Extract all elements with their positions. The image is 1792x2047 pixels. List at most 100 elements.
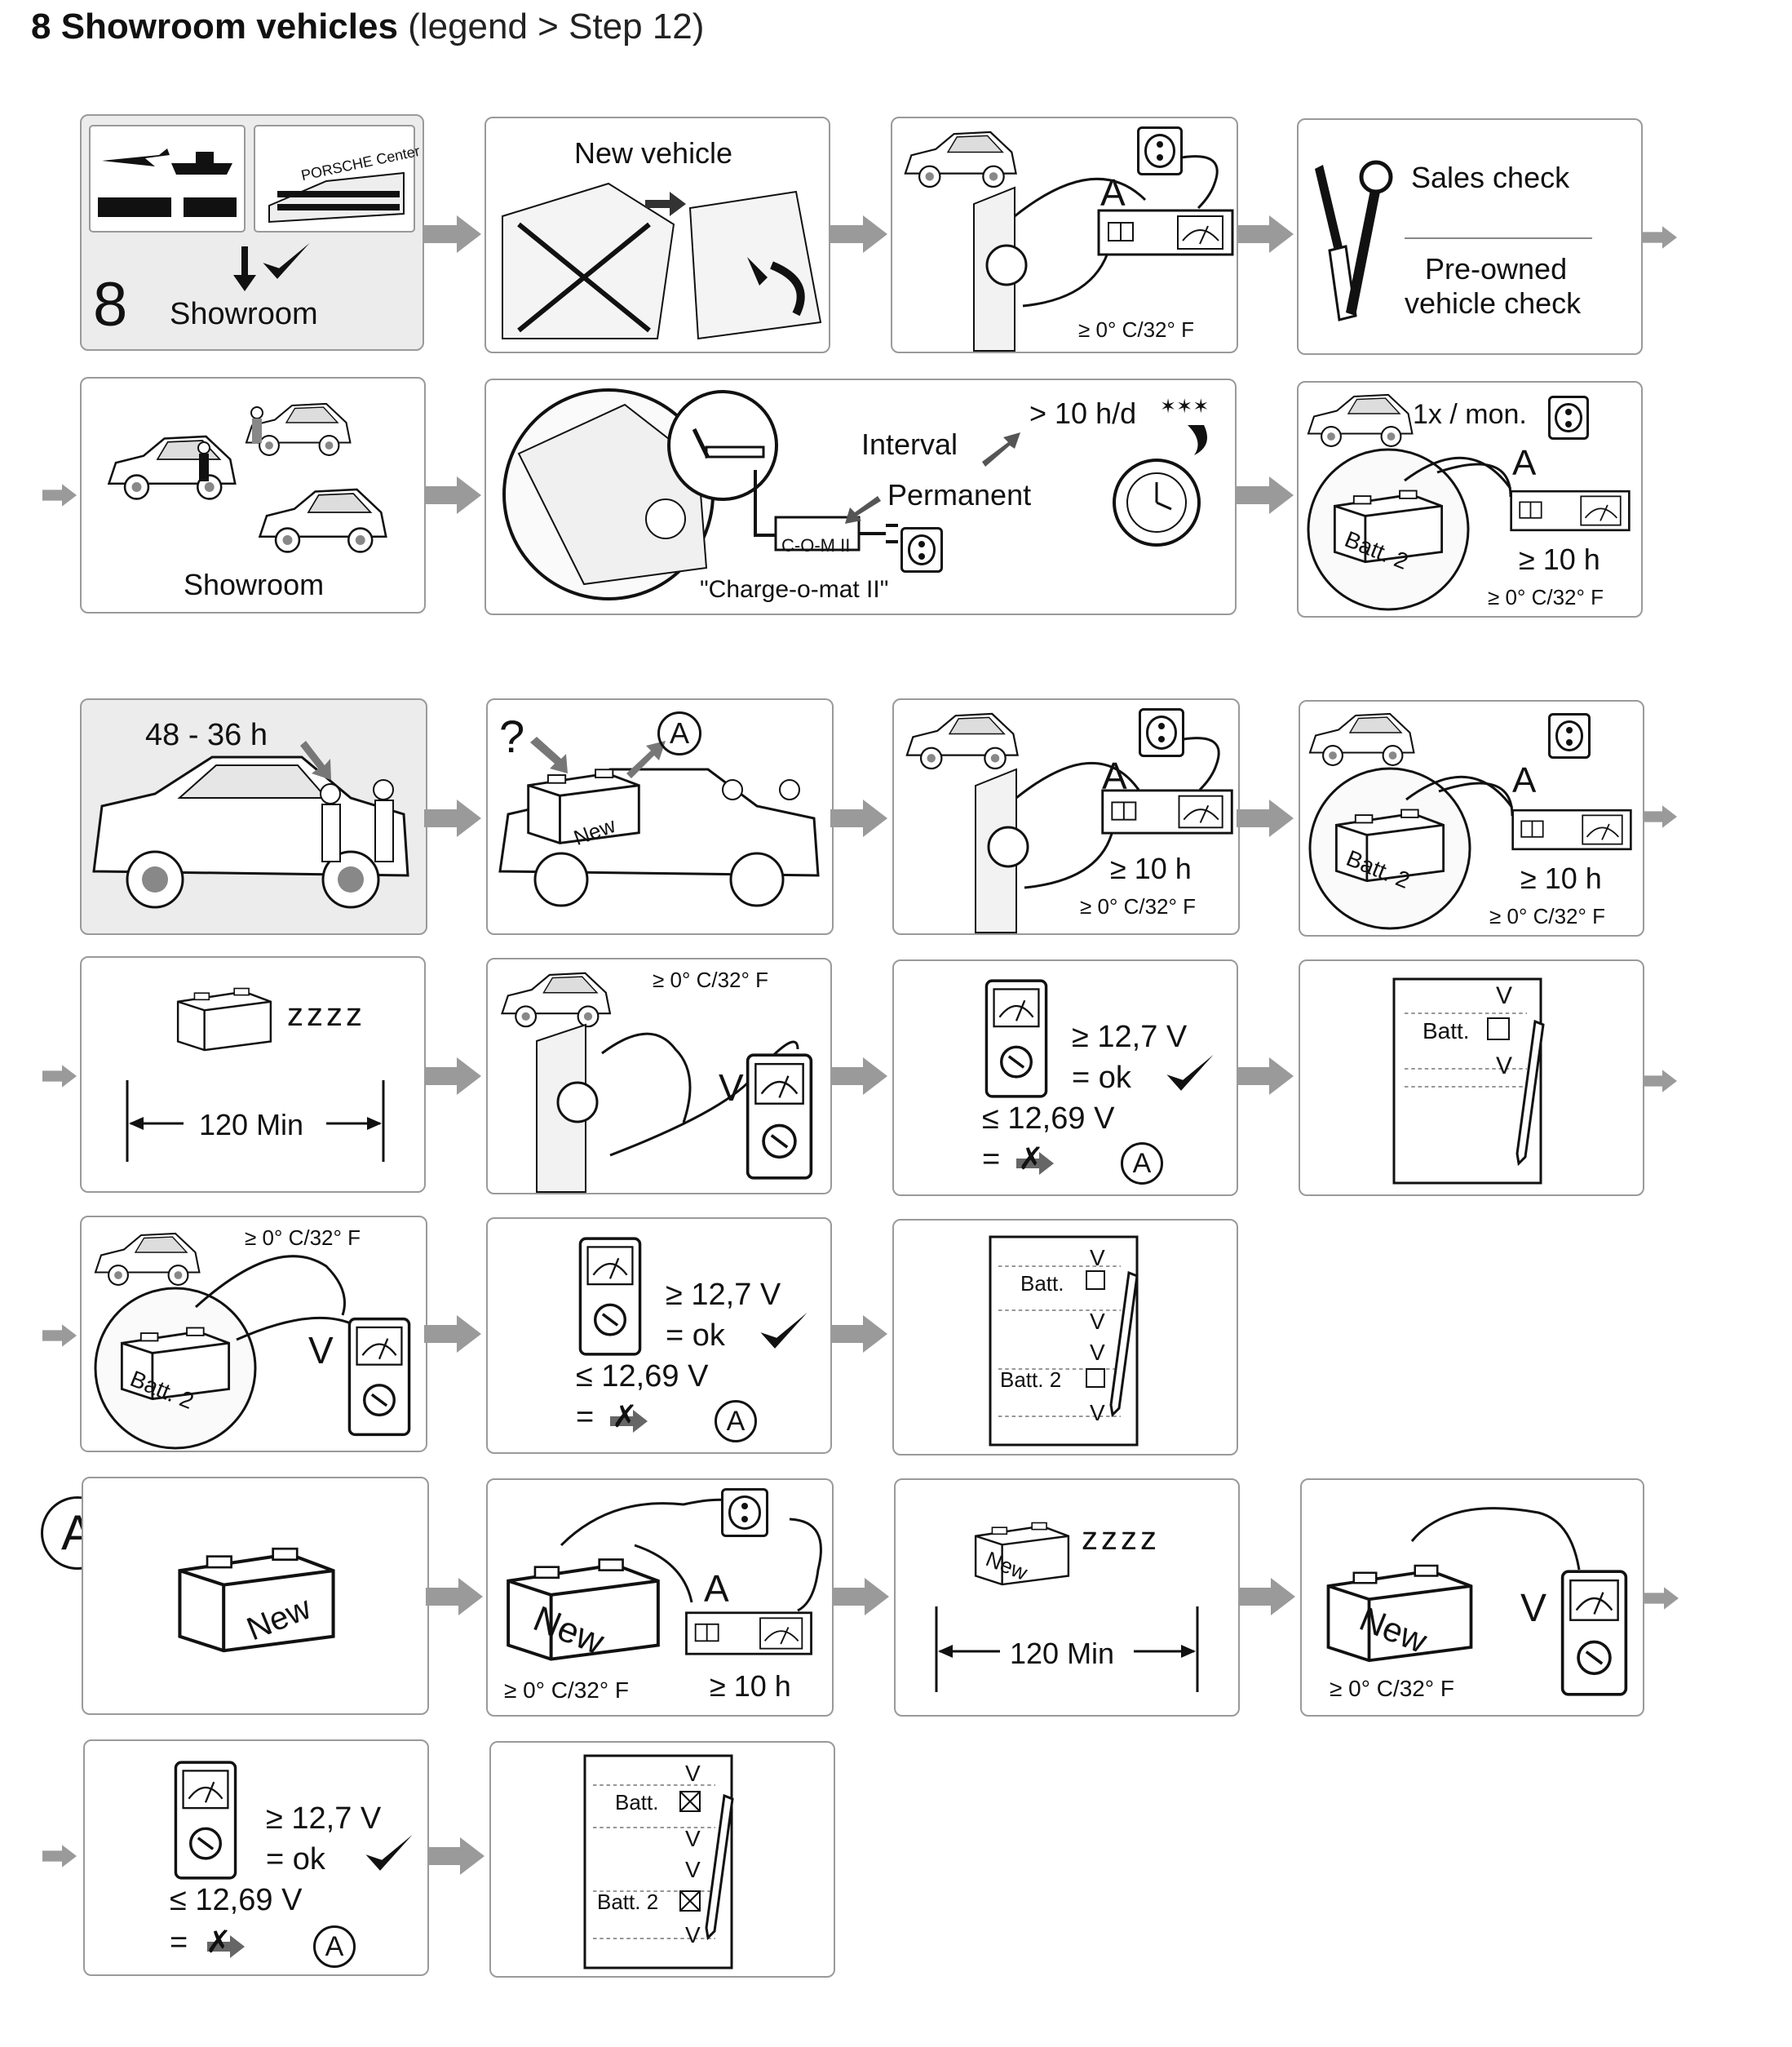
arrow-right-icon bbox=[41, 1064, 78, 1088]
equals-sign: = bbox=[170, 1925, 188, 1960]
battery-rest-illustration bbox=[935, 1522, 1199, 1692]
panel-voltage-result-2: ≥ 12,7 V = ok ≤ 12,69 V = ✗ A bbox=[486, 1217, 832, 1454]
ok-label: = ok bbox=[666, 1318, 725, 1353]
new-battery-illustration bbox=[498, 737, 820, 907]
hours-label: ≥ 10 h bbox=[1110, 852, 1192, 885]
reading-v-3: V bbox=[1090, 1340, 1105, 1365]
panel-charge-battery-2: A Batt. 2 ≥ 10 h ≥ 0° C/32° F bbox=[1299, 700, 1644, 937]
panel-showroom-logistics: PORSCHE Center 8 Showroom bbox=[80, 114, 424, 351]
step-number: 8 bbox=[93, 270, 128, 339]
panel-measure-voltage: ≥ 0° C/32° F V bbox=[486, 958, 832, 1194]
volt-label: V bbox=[719, 1066, 744, 1109]
arrow-right-icon bbox=[424, 214, 481, 255]
step-a-circle: A bbox=[657, 711, 701, 755]
record-sheet-illustration bbox=[1392, 977, 1545, 1185]
interval-label: Interval bbox=[861, 428, 958, 461]
checkmark-icon bbox=[263, 242, 310, 279]
reading-v-bottom: V bbox=[1496, 1052, 1513, 1079]
panel-sales-check: Sales check Pre-owned vehicle check bbox=[1297, 118, 1643, 355]
temperature-label: ≥ 0° C/32° F bbox=[504, 1677, 629, 1703]
battery2-field-label: Batt. 2 bbox=[1000, 1367, 1062, 1392]
power-outlet-icon bbox=[1139, 708, 1184, 757]
arrow-right-icon bbox=[1237, 475, 1294, 516]
arrow-right-icon bbox=[424, 1056, 481, 1097]
page-title: 8 Showroom vehicles (legend > Step 12) bbox=[31, 7, 704, 47]
panel-rest-120-new: New zzzz 120 Min bbox=[894, 1478, 1240, 1717]
sleep-label: zzzz bbox=[1082, 1521, 1160, 1557]
no-smoking-icon bbox=[692, 428, 710, 459]
panel-record-voltage-2: V Batt. V V Batt. 2 V bbox=[892, 1219, 1238, 1455]
panel-handover: 48 - 36 h bbox=[80, 698, 427, 935]
voltmeter-icon bbox=[984, 979, 1214, 1175]
not-ok-icon: ✗ bbox=[612, 1400, 638, 1434]
not-ok-icon: ✗ bbox=[1018, 1142, 1044, 1176]
hours-label: ≥ 10 h bbox=[1520, 862, 1602, 895]
car-charge-illustration bbox=[904, 131, 1234, 352]
step-a-circle: A bbox=[313, 1925, 356, 1968]
reading-v-4: V bbox=[685, 1922, 701, 1947]
threshold-low: ≤ 12,69 V bbox=[576, 1359, 709, 1393]
power-outlet-icon bbox=[721, 1488, 768, 1537]
arrow-right-icon bbox=[830, 798, 887, 839]
car-handover-illustration bbox=[92, 741, 409, 909]
panel-new-battery-question: ? A New bbox=[486, 698, 834, 935]
not-ok-icon: ✗ bbox=[206, 1925, 232, 1960]
charger-letter: A bbox=[1100, 171, 1126, 214]
voltmeter-icon bbox=[578, 1237, 808, 1433]
sales-check-label: Sales check bbox=[1411, 161, 1570, 194]
showroom-cars-illustration bbox=[108, 402, 387, 553]
panel-measure-new-battery: New V ≥ 0° C/32° F bbox=[1300, 1478, 1644, 1717]
panel-monthly-charge: 1x / mon. A Batt. 2 ≥ 10 h ≥ 0° C/32° F bbox=[1297, 381, 1643, 618]
showroom-label: Showroom bbox=[184, 568, 325, 601]
panel-charge-new-battery: New A ≥ 0° C/32° F ≥ 10 h bbox=[486, 1478, 834, 1717]
panel-charge-vehicle: A ≥ 0° C/32° F bbox=[891, 117, 1238, 353]
moon-icon bbox=[1188, 425, 1207, 455]
arrow-right-icon bbox=[832, 1576, 889, 1617]
reading-v-4: V bbox=[1090, 1400, 1105, 1425]
arrow-right-icon bbox=[1237, 1056, 1294, 1097]
arrow-right-icon bbox=[1641, 804, 1679, 829]
engine-bay-illustration bbox=[502, 182, 822, 340]
duration-label: 120 Min bbox=[1010, 1637, 1115, 1670]
title-sub: (legend > Step 12) bbox=[408, 7, 705, 47]
wrench-icon bbox=[1359, 160, 1393, 194]
arrow-right-icon bbox=[1238, 1576, 1295, 1617]
down-arrow-icon bbox=[233, 246, 256, 291]
arrow-right-icon bbox=[424, 1314, 481, 1354]
ok-label: = ok bbox=[266, 1842, 325, 1876]
charger-letter: A bbox=[1512, 760, 1537, 800]
arrow-right-icon bbox=[426, 1576, 483, 1617]
threshold-low: ≤ 12,69 V bbox=[982, 1101, 1115, 1136]
panel-charge-o-mat: C-O-M II "Charge-o-mat II" Interval > 10… bbox=[485, 379, 1237, 615]
reading-v-top: V bbox=[1496, 982, 1513, 1009]
panel-new-vehicle: New vehicle bbox=[485, 117, 830, 353]
reading-v-2: V bbox=[1090, 1309, 1105, 1334]
step-a-circle: A bbox=[1121, 1142, 1163, 1185]
panel-record-final: V Batt. V V Batt. 2 V bbox=[489, 1741, 835, 1978]
hours-label: ≥ 10 h bbox=[1519, 543, 1600, 576]
power-outlet-icon bbox=[1548, 713, 1591, 759]
permanent-label: Permanent bbox=[887, 478, 1032, 512]
device-name: "Charge-o-mat II" bbox=[700, 576, 889, 603]
arrow-right-icon bbox=[1643, 1586, 1680, 1611]
power-outlet-icon bbox=[900, 527, 943, 573]
equals-sign: = bbox=[576, 1400, 595, 1434]
panel-voltage-result-new: ≥ 12,7 V = ok ≤ 12,69 V = ✗ A bbox=[83, 1739, 429, 1976]
stars-icon: ✶✶✶ bbox=[1160, 396, 1210, 418]
title-main: 8 Showroom vehicles bbox=[31, 7, 398, 47]
record-sheet-illustration bbox=[989, 1235, 1139, 1447]
arrow-right-icon bbox=[41, 483, 78, 507]
car-charge-illustration bbox=[905, 712, 1233, 933]
duration-label: 120 Min bbox=[199, 1108, 304, 1141]
battery-field-label: Batt. bbox=[1020, 1271, 1064, 1296]
reading-v-1: V bbox=[685, 1761, 701, 1786]
ok-label: = ok bbox=[1072, 1061, 1131, 1095]
power-outlet-icon bbox=[1137, 126, 1183, 175]
temperature-label: ≥ 0° C/32° F bbox=[1080, 894, 1196, 919]
logistics-illustration bbox=[89, 125, 415, 233]
frequency-label: 1x / mon. bbox=[1413, 399, 1527, 430]
arrow-right-icon bbox=[830, 214, 887, 255]
voltage-measure-illustration bbox=[501, 972, 813, 1193]
volt-label: V bbox=[1520, 1587, 1547, 1630]
threshold-low: ≤ 12,69 V bbox=[170, 1883, 303, 1917]
